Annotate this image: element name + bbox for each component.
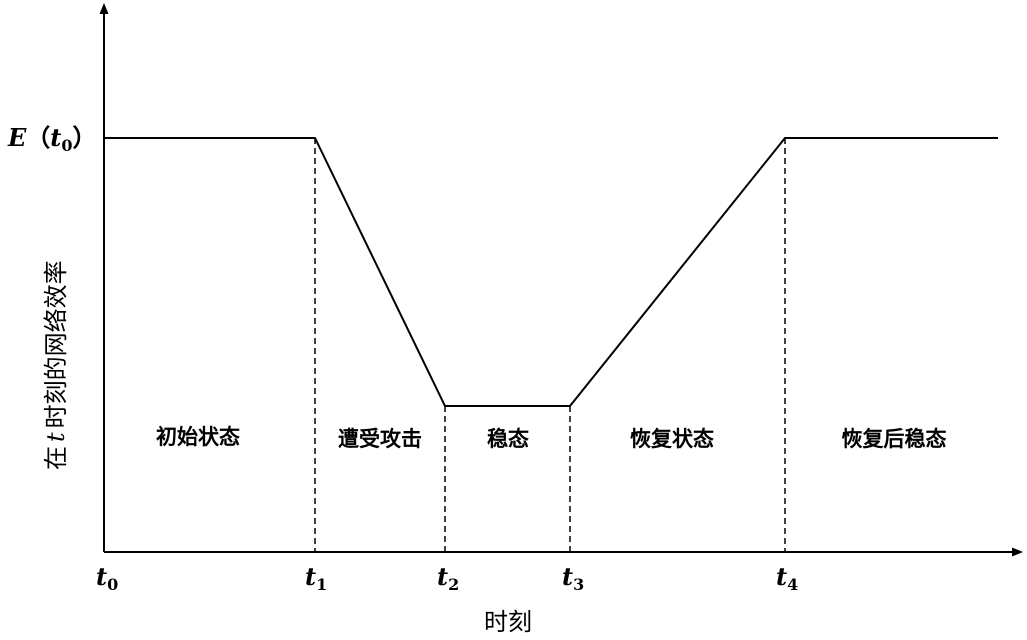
- y-tick-label: E（t0）: [7, 123, 97, 155]
- x-tick-t3: t3: [562, 562, 584, 594]
- x-tick-t2: t2: [437, 562, 459, 594]
- phase-label-recovered: 恢复后稳态: [842, 427, 947, 451]
- efficiency-curve: [104, 137, 998, 407]
- x-axis-title: 时刻: [484, 608, 532, 636]
- phase-label-attack: 遭受攻击: [338, 427, 422, 451]
- y-axis-arrow: [99, 3, 109, 14]
- x-tick-t0: t0: [96, 562, 118, 594]
- x-tick-t1: t1: [305, 562, 327, 594]
- phase-label-recovering: 恢复状态: [630, 427, 714, 451]
- x-axis-arrow: [1012, 547, 1023, 557]
- phase-label-steady: 稳态: [487, 427, 529, 451]
- y-axis-title: 在t时刻的网络效率: [42, 260, 70, 470]
- phase-label-initial: 初始状态: [156, 425, 240, 449]
- x-tick-t4: t4: [776, 562, 798, 594]
